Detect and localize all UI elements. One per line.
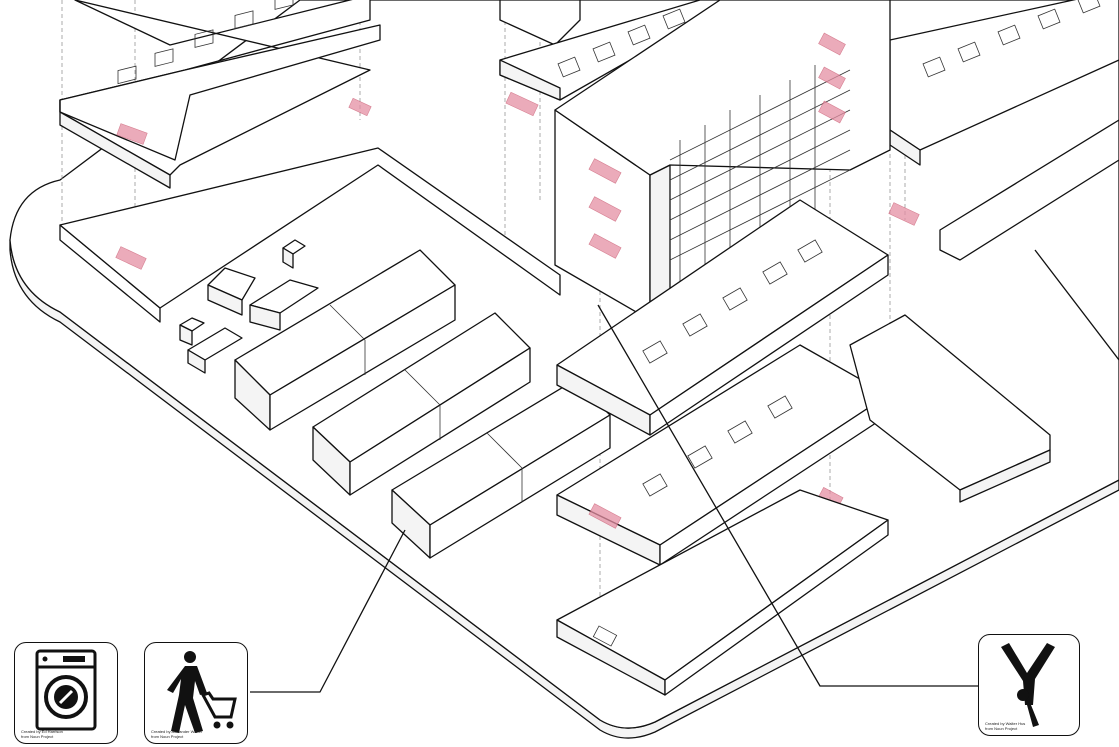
- lower-wing-1: [556, 199, 889, 436]
- long-block-3: [391, 379, 611, 559]
- upper-left-wing: [59, 0, 381, 189]
- lower-wing-3: [556, 489, 889, 696]
- handstand-person-icon: [1001, 643, 1055, 727]
- long-block-1: [234, 249, 456, 431]
- tower-block: [554, 0, 891, 321]
- washing-machine-icon: [35, 649, 97, 731]
- long-block-2: [312, 312, 531, 496]
- courtyard-wall: [59, 147, 561, 323]
- upper-middle-wing: [499, 0, 821, 117]
- shopping-cart-person-icon: [167, 651, 237, 733]
- right-platform: [849, 314, 1051, 503]
- upper-right-wing: [888, 0, 1119, 261]
- small-pavilions: [179, 239, 319, 374]
- leader-lines: [250, 249, 1119, 693]
